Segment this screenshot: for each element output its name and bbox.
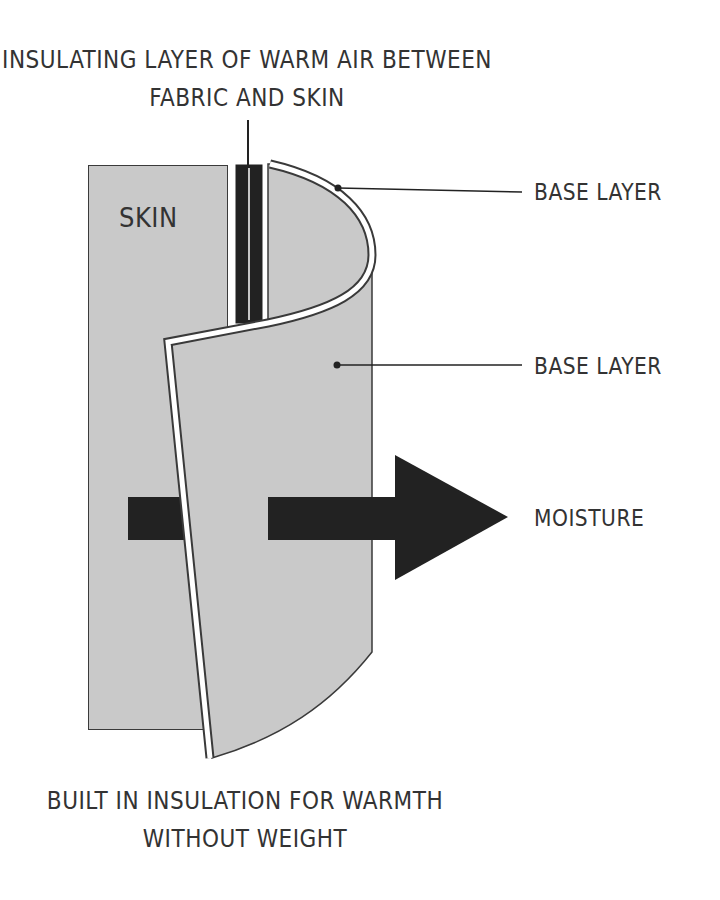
callout-label: INSULATING LAYER OF WARM AIR BETWEEN FAB… — [2, 41, 492, 118]
leader-line — [338, 188, 522, 192]
caption-note: BUILT IN INSULATION FOR WARMTH WITHOUT W… — [5, 782, 485, 859]
leader-dot — [334, 362, 341, 369]
leader-line — [247, 120, 249, 165]
air-layer-line — [248, 168, 250, 320]
callout-label: BASE LAYER — [534, 174, 718, 210]
leader-dot — [335, 185, 342, 192]
moisture-arrow-head — [395, 455, 508, 580]
moisture-arrow-shaft — [268, 497, 398, 540]
skin-block: SKIN — [88, 165, 228, 730]
air-layer — [236, 165, 262, 323]
node-label: SKIN — [119, 196, 178, 239]
callout-label: BASE LAYER — [534, 348, 718, 384]
leader-line — [337, 364, 522, 366]
callout-label: MOISTURE — [534, 500, 718, 536]
